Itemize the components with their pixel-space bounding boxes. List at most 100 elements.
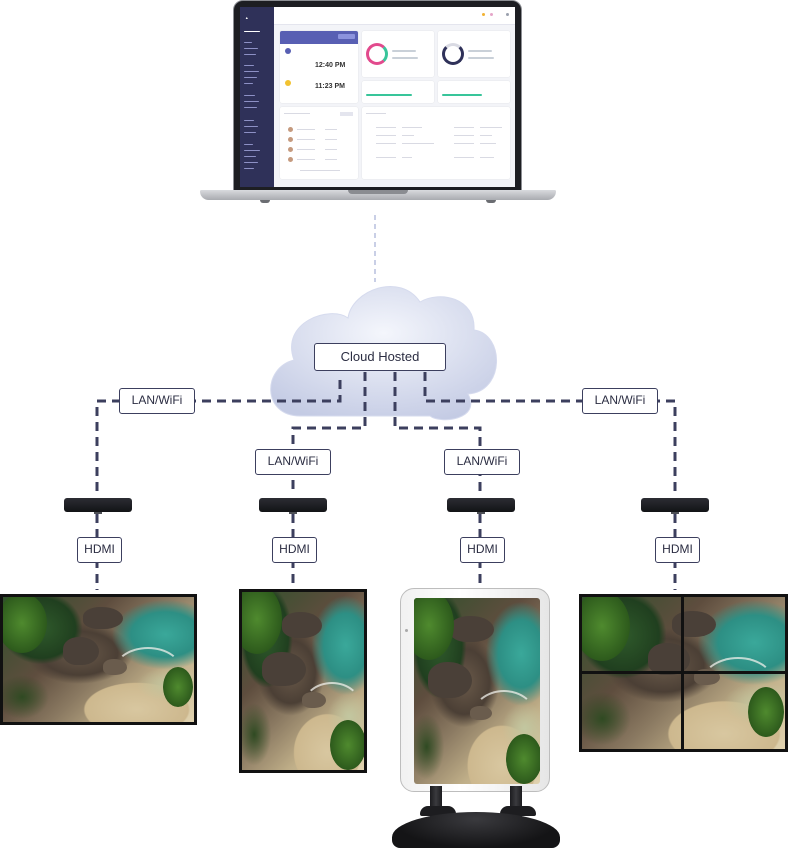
bezel-horizontal xyxy=(579,671,788,674)
table-title xyxy=(284,113,310,115)
sidebar-item xyxy=(244,42,252,44)
laptop-foot xyxy=(260,200,270,203)
rock xyxy=(450,616,494,642)
hdmi-tag-4: HDMI xyxy=(655,537,700,563)
palm xyxy=(506,734,540,784)
sun-icon xyxy=(285,80,291,86)
sidebar-item xyxy=(244,54,256,56)
rock xyxy=(282,612,322,638)
kiosk-sensor xyxy=(405,629,408,632)
info-row xyxy=(376,135,396,137)
info-row xyxy=(376,127,396,129)
sidebar-item xyxy=(244,65,254,67)
table-row xyxy=(297,129,315,131)
trees xyxy=(582,597,630,661)
clock-card-header xyxy=(280,31,358,44)
hdmi-tag-1: HDMI xyxy=(77,537,122,563)
dashboard-topbar xyxy=(274,7,515,25)
avatar xyxy=(506,13,509,16)
media-player-4 xyxy=(641,498,709,514)
sidebar-item xyxy=(244,77,257,79)
info-row xyxy=(402,143,434,145)
legend-line xyxy=(468,50,492,52)
palm xyxy=(330,720,364,770)
info-row xyxy=(454,135,474,137)
palm xyxy=(748,687,784,737)
info-row xyxy=(454,127,474,129)
avatar xyxy=(288,157,293,162)
sidebar-item xyxy=(244,31,260,33)
usage-bar xyxy=(366,94,412,96)
legend-line xyxy=(392,57,418,59)
trees xyxy=(414,598,454,660)
rock xyxy=(63,637,99,665)
kiosk-stand-base xyxy=(392,812,560,848)
beach-image xyxy=(242,592,364,770)
avatar xyxy=(288,127,293,132)
table-button xyxy=(340,112,353,116)
table-row xyxy=(297,149,315,151)
wave xyxy=(302,682,362,732)
kiosk-display xyxy=(400,588,550,792)
kiosk-stand-arm xyxy=(420,806,456,816)
status-donut xyxy=(366,43,388,65)
storage-donut xyxy=(442,43,464,65)
media-player-1 xyxy=(64,498,132,514)
card-title xyxy=(366,113,386,115)
card-tag xyxy=(338,34,355,39)
landscape-display xyxy=(0,594,197,725)
sidebar-item xyxy=(244,156,256,158)
table-row xyxy=(325,129,337,131)
sidebar-item xyxy=(244,150,260,152)
lan-wifi-tag-4: LAN/WiFi xyxy=(582,388,658,414)
avatar xyxy=(288,137,293,142)
info-row xyxy=(402,157,412,159)
player-status-card xyxy=(362,31,434,77)
link-display-1 xyxy=(95,380,342,495)
table-row xyxy=(297,159,315,161)
usage-card-2 xyxy=(438,81,510,103)
rock xyxy=(672,611,716,637)
dashboard-screen: ▲ xyxy=(240,7,515,187)
portrait-display xyxy=(239,589,367,773)
lan-wifi-tag-2: LAN/WiFi xyxy=(255,449,331,475)
rock xyxy=(262,652,306,686)
info-row xyxy=(402,135,414,137)
link-display-4 xyxy=(423,372,677,495)
sidebar-item xyxy=(244,95,255,97)
link-display-2 xyxy=(291,372,367,495)
lan-wifi-tag-3: LAN/WiFi xyxy=(444,449,520,475)
wave xyxy=(472,690,536,742)
sidebar-item xyxy=(244,83,253,85)
laptop-foot xyxy=(486,200,496,203)
notification-icon xyxy=(482,13,485,16)
laptop-notch xyxy=(348,190,408,194)
users-table-card xyxy=(280,107,358,179)
dashboard-sidebar: ▲ xyxy=(240,7,274,187)
beach-image xyxy=(414,598,540,784)
info-row xyxy=(376,157,396,159)
rock xyxy=(83,607,123,629)
trees xyxy=(242,592,282,654)
hdmi-tag-2: HDMI xyxy=(272,537,317,563)
laptop-base xyxy=(200,190,556,200)
laptop-lid: ▲ xyxy=(233,0,522,192)
sidebar-item xyxy=(244,168,254,170)
sidebar-item xyxy=(244,48,258,50)
lan-wifi-tag-1: LAN/WiFi xyxy=(119,388,195,414)
table-row xyxy=(325,159,337,161)
sidebar-item xyxy=(244,132,256,134)
info-row xyxy=(454,143,474,145)
message-icon xyxy=(490,13,493,16)
sidebar-item xyxy=(244,120,254,122)
sidebar-item xyxy=(244,162,258,164)
clock-icon xyxy=(285,48,291,54)
kiosk-stand-arm xyxy=(500,806,536,816)
table-row xyxy=(325,149,337,151)
info-row xyxy=(480,127,502,129)
trees xyxy=(3,597,47,653)
beach-image xyxy=(3,597,194,722)
sidebar-logo: ▲ xyxy=(245,16,249,20)
table-row xyxy=(297,139,315,141)
sidebar-item xyxy=(244,126,258,128)
